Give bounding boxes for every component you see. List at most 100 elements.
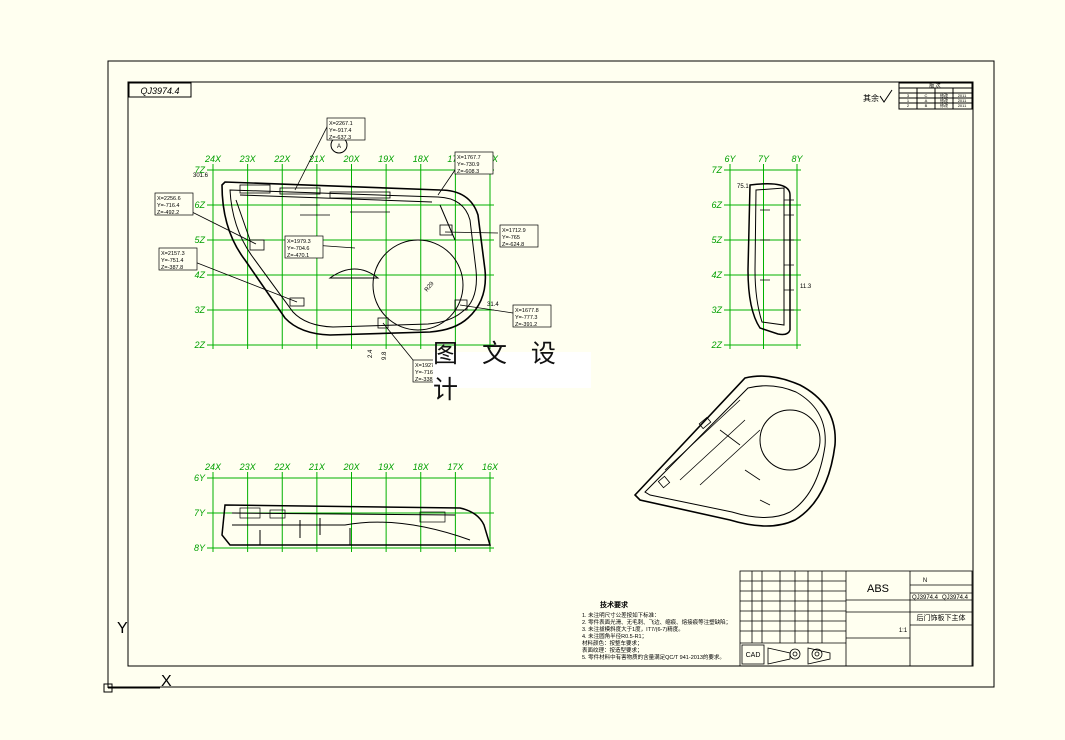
scale-label: 1:1 xyxy=(899,628,908,634)
front-y-tick: 5Z xyxy=(194,235,205,245)
front-x-tick: 24X xyxy=(204,154,222,164)
front-x-tick: 21X xyxy=(308,154,326,164)
front-y-tick: 7Z xyxy=(194,165,205,175)
front-x-tick: 18X xyxy=(413,154,430,164)
bottom-x-tick: 20X xyxy=(342,462,360,472)
sheet-border-outer xyxy=(107,60,995,688)
front-x-tick: 20X xyxy=(342,154,360,164)
coordinate-callout-line: Y=-730.9 xyxy=(457,162,479,168)
coordinate-callout-line: X=1712.9 xyxy=(502,228,526,234)
coordinate-callout-line: Z=-637.3 xyxy=(329,135,351,141)
bottom-x-tick: 17X xyxy=(447,462,464,472)
drawing-code-top: QJ3974.4 xyxy=(140,86,179,96)
coordinate-callout-box xyxy=(326,117,366,141)
dim-label: 301.6 xyxy=(193,173,209,179)
coordinate-callout-line: X=2256.6 xyxy=(157,196,181,202)
coordinate-callout-line: Z=-608.3 xyxy=(457,169,479,175)
coordinate-callout-line: X=1979.3 xyxy=(287,239,311,245)
rev-cell: 修改 xyxy=(940,92,948,98)
side-x-tick: 8Y xyxy=(791,154,803,164)
note-line: 材料颜色：按整车要求； xyxy=(582,639,643,647)
coordinate-callout-box xyxy=(154,192,194,216)
rev-cell: 2011 xyxy=(958,93,967,98)
rev-cell: 修改 xyxy=(940,97,948,103)
front-y-tick: 6Z xyxy=(194,200,205,210)
sheet-label: N xyxy=(923,578,927,584)
coordinate-callout-line: Y=-917.4 xyxy=(329,128,351,134)
bottom-x-tick: 21X xyxy=(308,462,326,472)
front-y-tick: 2Z xyxy=(193,340,205,350)
coordinate-callout-line: Y=-777.3 xyxy=(515,315,537,321)
rev-cell: 修改 xyxy=(940,102,948,108)
coordinate-callout-box xyxy=(512,304,552,328)
rev-cell: 3 xyxy=(907,93,910,98)
technical-notes: 技术要求 1. 未注明尺寸公差按如下标准：2. 零件表面光滑、无毛刺、飞边、缩痕… xyxy=(582,600,731,661)
coordinate-callout-line: Z=-391.2 xyxy=(515,322,537,328)
coordinate-callout-line: Z=-624.8 xyxy=(502,242,524,248)
rev-cell: 1 xyxy=(907,98,910,103)
side-y-tick: 4Z xyxy=(711,270,722,280)
projection-symbol xyxy=(741,644,831,665)
material-label: ABS xyxy=(867,583,889,595)
coordinate-callout-box xyxy=(454,151,494,175)
title-block xyxy=(739,570,973,667)
side-y-tick: 7Z xyxy=(711,165,722,175)
dim-label: 9.8 xyxy=(382,351,388,360)
coordinate-callout-line: X=1677.8 xyxy=(515,308,539,314)
rev-cell: 2 xyxy=(907,103,910,108)
side-y-tick: 3Z xyxy=(711,305,722,315)
note-line: 表面纹理：按造型要求； xyxy=(582,646,643,654)
drawing-code-box: QJ3974.4 xyxy=(128,82,192,98)
bottom-y-tick: 7Y xyxy=(194,508,206,518)
roughness-symbol: 其余 xyxy=(863,89,893,103)
y-axis-label: Y xyxy=(117,620,128,637)
bottom-x-tick: 24X xyxy=(204,462,222,472)
isometric-view xyxy=(633,375,836,527)
note-line: 1. 未注明尺寸公差按如下标准： xyxy=(582,611,660,619)
coordinate-callout-line: X=1767.7 xyxy=(457,155,481,161)
drawing-number: QJ3974.4 xyxy=(912,595,939,601)
note-line: 2. 零件表面光滑、无毛刺、飞边、缩痕、熔接痕等注塑缺陷； xyxy=(582,618,731,626)
coordinate-callout-line: Y=-765 xyxy=(502,235,520,241)
coordinate-callout-line: Y=-716.4 xyxy=(157,203,179,209)
sheet-border-inner xyxy=(127,81,974,667)
watermark-text: 图 文 设 计 xyxy=(433,339,591,404)
front-x-tick: 22X xyxy=(273,154,291,164)
note-line: 4. 未注圆角半径R0.5-R1； xyxy=(582,632,647,640)
bottom-x-tick: 23X xyxy=(239,462,257,472)
coordinate-callout-box xyxy=(284,235,324,259)
coordinate-callout-line: X=2267.1 xyxy=(329,121,353,127)
coordinate-callout-line: X=2157.3 xyxy=(161,251,185,257)
bottom-y-tick: 8Y xyxy=(194,543,206,553)
front-x-tick: 19X xyxy=(378,154,395,164)
ucs-icon xyxy=(103,638,160,693)
bottom-x-tick: 18X xyxy=(413,462,430,472)
coordinate-callout-line: Z=-470.1 xyxy=(287,253,309,259)
note-line: 5. 零件材料中有害物质的含量满足QC/T 941-2013的要求。 xyxy=(582,653,725,661)
side-y-tick: 2Z xyxy=(710,340,722,350)
coordinate-callout-line: Y=-716.4 xyxy=(415,370,437,376)
bottom-y-tick: 6Y xyxy=(194,473,206,483)
coordinate-callout-line: X=1927.3 xyxy=(415,363,439,369)
revision-table: 版 次 1 A 修改 2011 2 B 修改 2011 3 C 修改 2011 xyxy=(898,82,973,110)
dim-label: 2.4 xyxy=(368,349,374,358)
revision-header: 版 次 xyxy=(929,82,940,89)
coordinate-callout-box xyxy=(158,247,198,271)
coordinate-callout-box xyxy=(499,224,539,248)
drawing-number-right: QJ3974.4 xyxy=(942,595,969,601)
side-x-tick: 7Y xyxy=(758,154,770,164)
rev-cell: A xyxy=(925,98,928,103)
coordinate-callout-line: Z=-387.8 xyxy=(161,265,183,271)
cad-label: CAD xyxy=(746,652,761,659)
dim-label: R29 xyxy=(424,280,436,293)
coordinate-callout-line: Z=-492.2 xyxy=(157,210,179,216)
front-y-tick: 3Z xyxy=(194,305,205,315)
rev-cell: 2011 xyxy=(958,103,967,108)
front-view: 24X23X22X21X20X19X18X17X16X7Z6Z5Z4Z3Z2Z … xyxy=(154,117,552,383)
bottom-x-tick: 19X xyxy=(378,462,395,472)
front-x-tick: 23X xyxy=(239,154,257,164)
part-name: 后门饰板下主体 xyxy=(917,613,966,622)
